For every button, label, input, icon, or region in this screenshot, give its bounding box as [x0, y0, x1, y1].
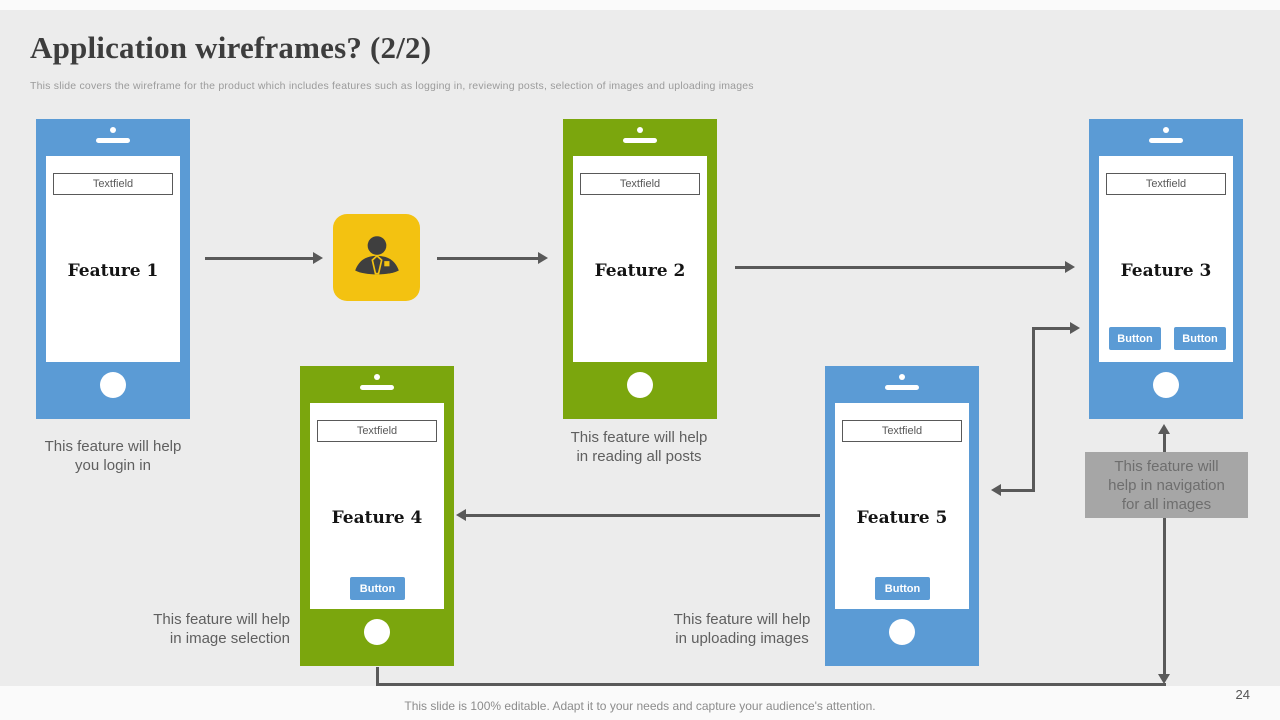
textfield-feature3[interactable]: Textfield	[1106, 173, 1226, 195]
arrowhead-down-icon	[1158, 674, 1170, 684]
page-subtitle: This slide covers the wireframe for the …	[30, 80, 754, 92]
phone-screen: Textfield Feature 5 Button	[835, 403, 969, 609]
speaker-bar-icon	[96, 138, 130, 143]
button-feature4[interactable]: Button	[350, 577, 405, 600]
phone-screen: Textfield Feature 2	[573, 156, 707, 362]
feature2-label: Feature 2	[594, 261, 686, 281]
phone-wireframe-feature3: Textfield Feature 3 Button Button	[1089, 119, 1243, 419]
arrowhead-left-icon	[991, 484, 1001, 496]
arrowhead-right-icon	[1070, 322, 1080, 334]
button-feature5[interactable]: Button	[875, 577, 930, 600]
home-button-icon	[364, 619, 390, 645]
path-feature4-stub	[376, 667, 379, 686]
elbow-connector-top	[1034, 327, 1070, 330]
path-note-vertical	[1163, 518, 1166, 676]
phone-wireframe-feature4: Textfield Feature 4 Button	[300, 366, 454, 666]
phone-screen: Textfield Feature 4 Button	[310, 403, 444, 609]
phone-wireframe-feature1: Textfield Feature 1	[36, 119, 190, 419]
phone-wireframe-feature5: Textfield Feature 5 Button	[825, 366, 979, 666]
feature1-label: Feature 1	[67, 261, 159, 281]
page-number: 24	[1235, 687, 1250, 702]
speaker-bar-icon	[1149, 138, 1183, 143]
feature3-label: Feature 3	[1120, 261, 1212, 281]
phone-wireframe-feature2: Textfield Feature 2	[563, 119, 717, 419]
businessman-icon	[354, 235, 399, 274]
caption-feature2: This feature will help in reading all po…	[570, 429, 708, 465]
speaker-dot-icon	[110, 127, 116, 133]
feature4-label: Feature 4	[331, 508, 423, 528]
arrowhead-right-icon	[1065, 261, 1075, 273]
speaker-bar-icon	[885, 385, 919, 390]
home-button-icon	[1153, 372, 1179, 398]
elbow-connector-bottom	[1001, 489, 1034, 492]
textfield-feature4[interactable]: Textfield	[317, 420, 437, 442]
arrowhead-right-icon	[313, 252, 323, 264]
button-feature3-right[interactable]: Button	[1174, 327, 1226, 350]
textfield-feature2[interactable]: Textfield	[580, 173, 700, 195]
caption-feature4: This feature will help in image selectio…	[153, 611, 290, 647]
caption-feature1: This feature will help you login in	[44, 438, 182, 474]
arrow-note-to-feature3	[1163, 433, 1166, 452]
arrow-feature5-to-feature4	[466, 514, 820, 517]
home-button-icon	[100, 372, 126, 398]
top-margin-strip	[0, 0, 1280, 10]
page-title: Application wireframes? (2/2)	[30, 30, 432, 65]
feature5-label: Feature 5	[856, 508, 948, 528]
bottom-margin-strip	[0, 686, 1280, 720]
arrowhead-left-icon	[456, 509, 466, 521]
arrowhead-up-icon	[1158, 424, 1170, 434]
caption-feature3-navigation: This feature will help in navigation for…	[1085, 452, 1248, 518]
speaker-dot-icon	[637, 127, 643, 133]
speaker-bar-icon	[360, 385, 394, 390]
home-button-icon	[889, 619, 915, 645]
phone-screen: Textfield Feature 3 Button Button	[1099, 156, 1233, 362]
arrow-feature2-to-feature3	[735, 266, 1065, 269]
footer-note: This slide is 100% editable. Adapt it to…	[404, 699, 876, 713]
home-button-icon	[627, 372, 653, 398]
speaker-dot-icon	[374, 374, 380, 380]
textfield-feature5[interactable]: Textfield	[842, 420, 962, 442]
user-icon-box	[333, 214, 420, 301]
speaker-bar-icon	[623, 138, 657, 143]
arrow-icon-to-feature2	[437, 257, 538, 260]
elbow-connector-vertical	[1032, 327, 1035, 492]
textfield-feature1[interactable]: Textfield	[53, 173, 173, 195]
caption-feature5: This feature will help in uploading imag…	[673, 611, 811, 647]
arrow-feature1-to-icon	[205, 257, 313, 260]
phone-screen: Textfield Feature 1	[46, 156, 180, 362]
speaker-dot-icon	[1163, 127, 1169, 133]
button-feature3-left[interactable]: Button	[1109, 327, 1161, 350]
path-bottom-horizontal	[376, 683, 1166, 686]
speaker-dot-icon	[899, 374, 905, 380]
arrowhead-right-icon	[538, 252, 548, 264]
